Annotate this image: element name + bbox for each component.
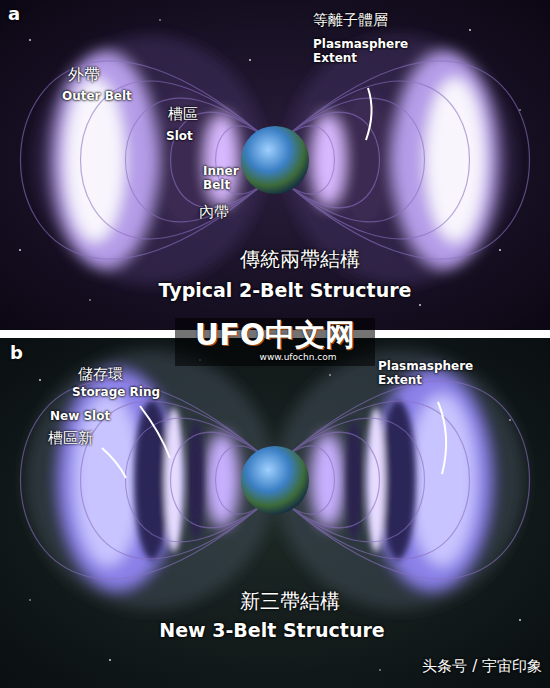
region-label: Plasmasphere Extent [313, 38, 418, 66]
structure-title: 傳統兩帶結構 [240, 248, 360, 271]
structure-title: Typical 2-Belt Structure [159, 280, 412, 302]
belt-label: New Slot [50, 410, 110, 424]
belt-label: 內帶 [199, 204, 229, 221]
panel-b [0, 338, 550, 688]
belt-label: 外帶 [68, 66, 100, 84]
belt-label: Inner Belt [203, 165, 245, 193]
leader-line [102, 448, 126, 478]
panel-a [0, 0, 550, 330]
leader-line [366, 88, 372, 140]
structure-title: New 3-Belt Structure [159, 620, 384, 642]
region-label: Plasmasphere Extent [378, 360, 483, 388]
watermark: www.ufochn.com [260, 352, 337, 362]
belt-label: 槽區 [168, 106, 198, 123]
belt-label: Slot [166, 130, 193, 144]
panel-letter: b [10, 343, 23, 364]
structure-title: 新三帶結構 [240, 590, 340, 613]
watermark-patch [175, 318, 375, 366]
leader-line [438, 402, 446, 474]
belt-label: 儲存環 [78, 366, 123, 383]
panel-letter: a [8, 4, 20, 25]
belt-label: 槽區新 [48, 430, 93, 447]
watermark: UFO中文网 [195, 318, 355, 353]
leader-line [140, 406, 170, 458]
credit: 头条号 / 宇宙印象 [422, 658, 542, 675]
belt-label: Storage Ring [72, 386, 160, 400]
belt-label: Outer Belt [62, 90, 132, 104]
region-label: 等離子體層 [313, 12, 388, 29]
